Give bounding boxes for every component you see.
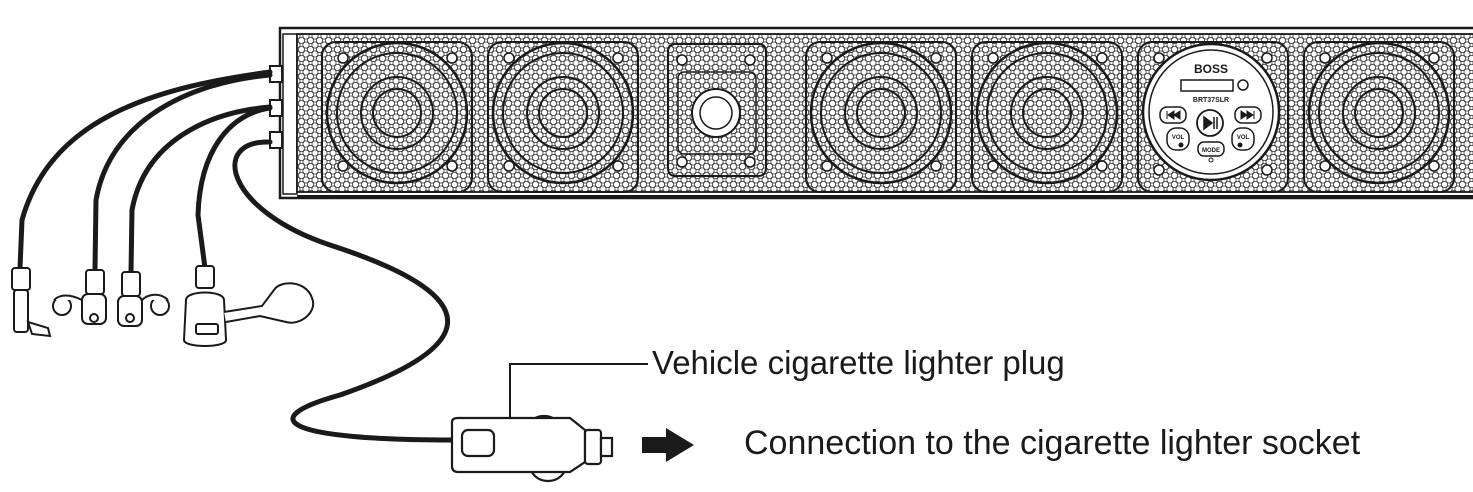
tweeter [667, 43, 767, 177]
volume-up-button[interactable]: VOL [1231, 127, 1255, 151]
vol-left-label: VOL [1172, 135, 1185, 141]
play-pause-button[interactable] [1196, 109, 1224, 137]
dc-jack-connector [11, 267, 52, 338]
vol-right-label: VOL [1237, 135, 1250, 141]
mode-button[interactable]: MODE [1197, 141, 1225, 163]
connector-plugs [11, 265, 315, 347]
speaker-4 [971, 41, 1123, 193]
aux-connector [52, 269, 107, 325]
play-pause-icon [1203, 115, 1218, 131]
control-panel: BOSS BRT37SLR VOL VOL [1137, 41, 1289, 193]
previous-track-icon [1166, 110, 1181, 120]
antenna-connector [117, 271, 170, 327]
previous-track-button[interactable] [1159, 106, 1187, 124]
speaker-3 [805, 41, 957, 193]
cigarette-lighter-socket-label: Connection to the cigarette lighter sock… [744, 424, 1361, 462]
next-track-button[interactable] [1234, 106, 1262, 124]
speaker-1 [321, 41, 473, 193]
model-label: BRT37SLR [1193, 97, 1229, 104]
right-arrow-icon [642, 428, 694, 462]
ir-sensor [1237, 79, 1249, 91]
display-window [1180, 79, 1234, 92]
cigarette-lighter-plug-label: Vehicle cigarette lighter plug [652, 344, 1065, 381]
brand-logo: BOSS [1194, 62, 1228, 76]
volume-down-button[interactable]: VOL [1166, 127, 1190, 151]
cables [17, 69, 455, 443]
cigarette-lighter-plug [450, 414, 614, 483]
usb-connector [182, 265, 315, 347]
next-track-icon [1240, 110, 1255, 120]
plug-leader-line [509, 363, 648, 418]
speaker-2 [487, 41, 639, 193]
mode-label: MODE [1202, 148, 1220, 154]
speaker-5 [1303, 41, 1455, 193]
